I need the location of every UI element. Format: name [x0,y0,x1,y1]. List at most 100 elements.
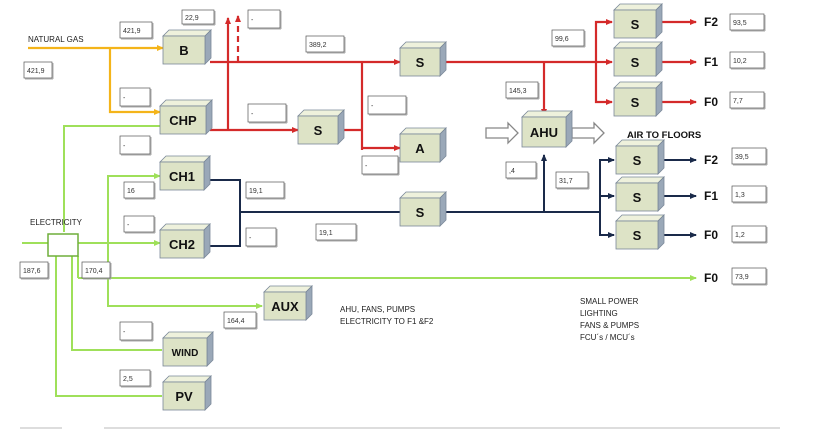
value-box-wind-elec-text: - [123,329,126,336]
value-box-gas-boiler-text: 421,9 [123,28,141,35]
natural-gas-label: NATURAL GAS [28,35,84,44]
value-box-chp-heat-text: - [251,111,254,118]
value-box-heat-absorber: - [367,95,408,116]
elec-line-pv [55,256,162,397]
small-power-line1: SMALL POWER [580,297,639,306]
value-box-cool-f0-text: 1,2 [735,232,745,239]
value-box-ahu-cool: 31,7 [555,171,590,190]
chilled-lines [107,154,697,250]
cool-f0-label: F0 [704,228,718,242]
value-box-boiler-heat: 389,2 [305,35,346,54]
gas-lines [28,45,164,115]
boiler-node: B [162,29,212,65]
value-boxes-layer: 421,9421,922,9-389,2-----99,6145,3,431,7… [19,9,768,388]
value-box-cool-f1-text: 1,3 [735,192,745,199]
value-box-ahu-cool-in-text: ,4 [509,168,515,175]
value-box-pv-elec-text: 2,5 [123,376,133,383]
value-box-pv-elec: 2,5 [119,369,152,388]
heat-f2-label: F2 [704,15,718,29]
value-box-elec-f0: 73,9 [731,267,768,286]
heat-out-f0-node-label: S [631,95,640,110]
value-box-ch1-elec-text: 16 [127,188,135,195]
ahu-node-label: AHU [530,125,558,140]
value-box-heat-f0-text: 7,7 [733,98,743,105]
ch2-node-label: CH2 [169,237,195,252]
value-box-absorber-out-text: - [365,163,368,170]
heat-f1-label: F1 [704,55,718,69]
value-box-chp-heat: - [247,103,288,124]
cool-f1-label: F1 [704,189,718,203]
elec-line-wind [71,256,162,351]
value-box-ahu-cool-text: 31,7 [559,178,573,185]
aux-note-line2: ELECTRICITY TO F1 &F2 [340,317,434,326]
boiler-node-label: B [179,43,188,58]
absorber-node-label: A [415,141,425,156]
value-box-boiler-loss-text: 22,9 [185,15,199,22]
cool-out-f1-node: S [615,176,665,212]
wind-node: WIND [162,331,214,367]
aux-node: AUX [263,285,313,321]
heat-split-chp-node-label: S [314,123,323,138]
electricity-bus [47,233,79,257]
chilled-line-ch2 [206,212,241,247]
value-box-wind-elec: - [119,321,154,342]
value-box-gas-in-text: 421,9 [27,68,45,75]
heat-line-branch-f2 [594,19,613,62]
cool-split-node: S [399,191,447,227]
gas-line-to-chp [108,48,161,115]
heat-out-f2-node-label: S [631,17,640,32]
value-box-aux-elec: 164,4 [223,311,258,330]
absorber-node: A [399,127,447,163]
small-power-line4: FCU´s / MCU´s [580,333,635,342]
value-box-ch2-elec: - [123,215,156,234]
value-box-cool-f2-text: 39,5 [735,154,749,161]
value-box-heat-f1-text: 10,2 [733,58,747,65]
value-box-cool-merged: 19,1 [315,223,358,242]
value-box-ch2-elec-text: - [127,222,130,229]
small-power-line2: LIGHTING [580,309,618,318]
value-box-gas-in: 421,9 [23,61,54,80]
heat-out-f0-node: S [613,81,663,117]
heat-split-chp-node: S [297,109,345,145]
value-box-heat-floors: 99,6 [551,29,586,48]
value-box-ahu-cool-in: ,4 [505,161,538,180]
elec-line-chp-to-bus [63,125,160,232]
elec-f0-label: F0 [704,271,718,285]
value-box-boiler-loss-b-text: - [251,17,254,24]
chp-node: CHP [159,99,213,135]
air-arrows [485,121,605,145]
value-box-heat-absorber-text: - [371,103,374,110]
electricity-label: ELECTRICITY [30,218,83,227]
value-box-heat-f2: 93,5 [729,13,766,32]
air-in-arrow [485,121,519,145]
small-power-line3: FANS & PUMPS [580,321,639,330]
aux-node-label: AUX [271,299,299,314]
value-box-cool-f2: 39,5 [731,147,768,166]
value-box-ch1-cool-text: 19,1 [249,188,263,195]
value-box-cool-merged-text: 19,1 [319,230,333,237]
cool-split-node-label: S [416,205,425,220]
pv-node-label: PV [175,389,193,404]
value-box-ch1-cool: 19,1 [245,181,286,200]
value-box-elec-f0-text: 73,9 [735,274,749,281]
value-box-ch1-elec: 16 [123,181,156,200]
value-box-boiler-loss-b: - [247,9,282,30]
value-box-ch2-cool-text: - [249,235,252,242]
value-box-cool-f1: 1,3 [731,185,768,204]
value-box-gas-boiler: 421,9 [119,21,154,40]
value-box-elec-bus: 170,4 [81,261,112,280]
value-box-ch2-cool: - [245,227,278,248]
heat-f0-label: F0 [704,95,718,109]
chp-node-label: CHP [169,113,197,128]
value-box-chp-elec: - [119,135,152,156]
chilled-line-ch1 [206,179,241,212]
aux-note-line1: AHU, FANS, PUMPS [340,305,415,314]
value-box-chp-gas-text: - [123,95,126,102]
cool-out-f2-node-label: S [633,153,642,168]
value-box-heat-f2-text: 93,5 [733,20,747,27]
cool-out-f0-node-label: S [633,228,642,243]
cool-out-f0-node: S [615,214,665,250]
value-box-aux-elec-text: 164,4 [227,318,245,325]
